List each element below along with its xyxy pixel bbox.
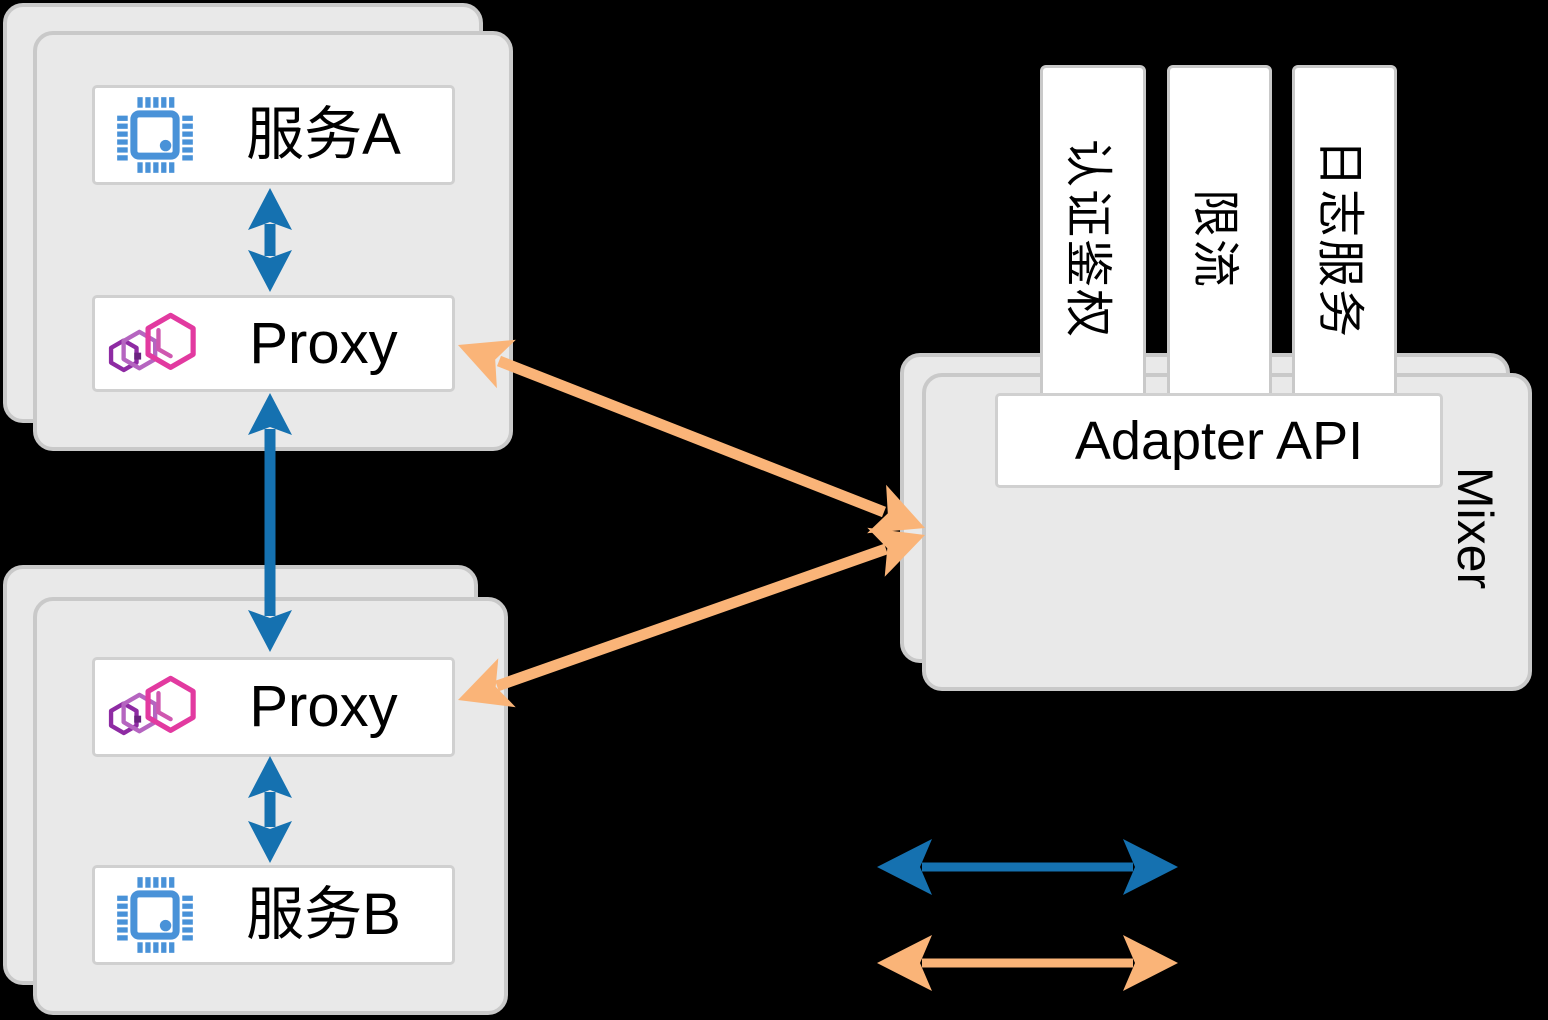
service-b-label: 服务B bbox=[246, 882, 401, 947]
adapter-api-box: Adapter API bbox=[995, 393, 1443, 488]
backend-logging-label: 日志服务 bbox=[1312, 138, 1366, 339]
legend-orange-arrow bbox=[877, 935, 1178, 991]
proxy-b-box: Proxy bbox=[92, 657, 455, 757]
backend-bar-auth: 认证鉴权 bbox=[1040, 65, 1146, 412]
arrow-proxyB-mixer bbox=[458, 527, 925, 708]
service-a-label: 服务A bbox=[246, 102, 401, 167]
chip-icon bbox=[95, 91, 215, 179]
service-b-box: 服务B bbox=[92, 865, 455, 965]
backend-bar-logging: 日志服务 bbox=[1292, 65, 1397, 412]
proxy-b-label: Proxy bbox=[249, 674, 398, 739]
backend-bar-ratelimit: 限流 bbox=[1167, 65, 1272, 412]
chip-icon bbox=[95, 871, 215, 959]
service-b-card: Proxy 服务B bbox=[33, 597, 508, 1015]
backend-ratelimit-label: 限流 bbox=[1187, 188, 1241, 289]
service-a-box: 服务A bbox=[92, 85, 455, 185]
proxy-hexagons-icon bbox=[95, 666, 215, 748]
legend-blue-arrow bbox=[877, 839, 1178, 895]
proxy-a-label: Proxy bbox=[249, 310, 398, 376]
proxy-hexagons-icon bbox=[95, 303, 215, 385]
proxy-a-box: Proxy bbox=[92, 295, 455, 392]
backend-auth-label: 认证鉴权 bbox=[1061, 138, 1115, 339]
adapter-api-label: Adapter API bbox=[1074, 410, 1364, 471]
mixer-label: Mixer bbox=[1447, 466, 1503, 590]
service-a-card: 服务A Proxy bbox=[33, 31, 513, 451]
arrow-proxyA-mixer bbox=[458, 339, 925, 534]
